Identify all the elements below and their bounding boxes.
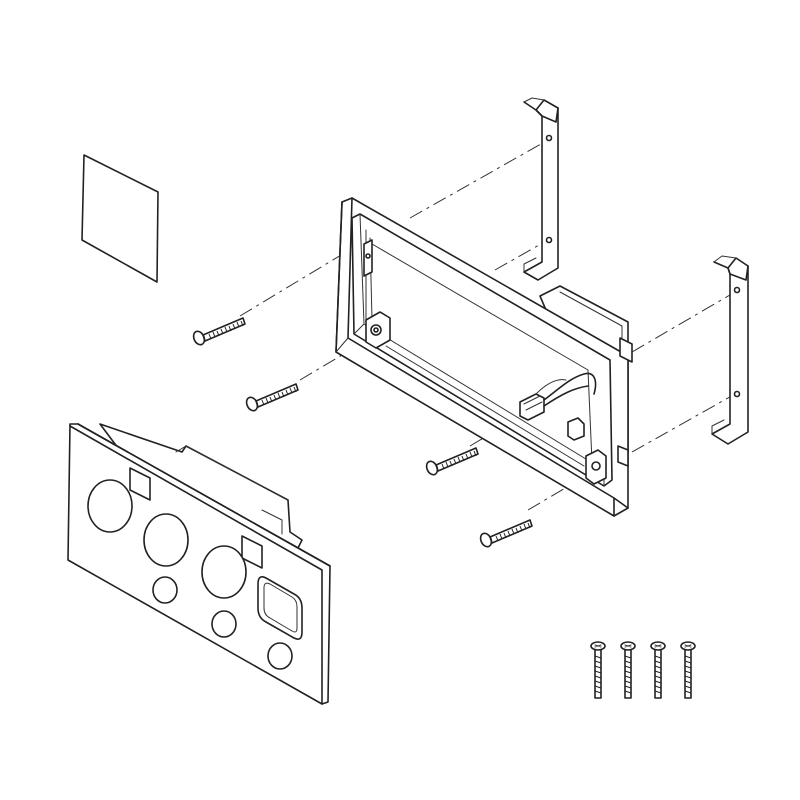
frame-screw-lower-right <box>477 519 533 550</box>
label-sheet <box>81 154 159 283</box>
frame-screw-lower-left <box>243 383 299 414</box>
mounting-frame <box>335 197 633 517</box>
face-plate <box>67 423 331 705</box>
mounting-bracket-lower <box>711 255 749 445</box>
spare-screw-3 <box>650 641 666 699</box>
indicator-square-1 <box>129 467 151 501</box>
mounting-bracket-upper <box>523 97 559 281</box>
frame-screw-upper-left <box>190 317 246 348</box>
round-knob-1 <box>87 479 133 533</box>
small-button-2 <box>211 610 237 638</box>
spare-screw-4 <box>680 641 696 699</box>
spare-screw-1 <box>590 641 606 699</box>
round-knob-2 <box>143 513 189 567</box>
display-window <box>257 576 303 640</box>
frame-screw-upper-right <box>423 447 479 478</box>
small-button-1 <box>152 576 178 604</box>
spare-screws <box>590 641 696 699</box>
spare-screw-2 <box>620 641 636 699</box>
small-button-3 <box>267 642 293 670</box>
indicator-square-2 <box>241 535 263 569</box>
round-knob-3 <box>201 545 247 599</box>
